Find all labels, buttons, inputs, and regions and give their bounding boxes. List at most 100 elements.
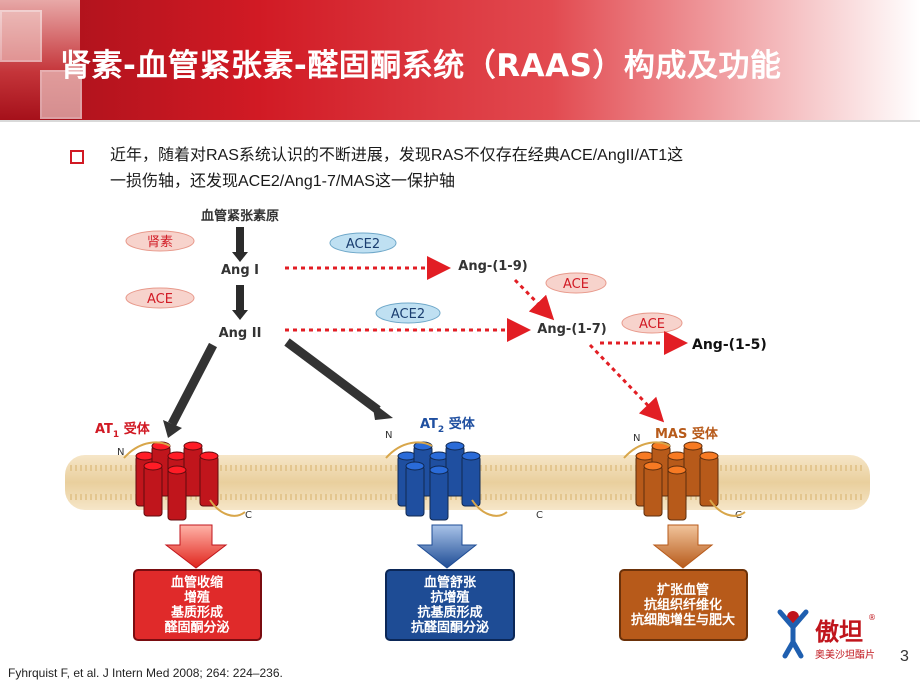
at2-effect-arrow (416, 524, 478, 569)
at2-n-terminus: N (385, 430, 392, 441)
receptor-loop (385, 441, 508, 517)
helix-top (667, 451, 687, 461)
helix-top (405, 461, 425, 471)
at1-n-terminus: N (117, 447, 124, 458)
transmembrane-helix (699, 455, 719, 507)
title-banner: 肾素-血管紧张素-醛固酮系统（RAAS）构成及功能 (0, 0, 920, 120)
mas-suffix: 受体 (687, 426, 719, 442)
helix-top (445, 441, 465, 451)
page-title: 肾素-血管紧张素-醛固酮系统（RAAS）构成及功能 (60, 48, 782, 84)
ace2-mid-label: ACE2 (391, 307, 425, 322)
transmembrane-helix (405, 465, 425, 517)
receptor-loop (623, 441, 746, 517)
at1-effect-arrow (164, 524, 228, 569)
effect-line: 抗组织纤维化 (644, 597, 722, 613)
ang17-label: Ang-(1-7) (537, 322, 606, 337)
effect-line: 扩张血管 (657, 582, 709, 598)
transmembrane-helix (683, 445, 703, 497)
mas-receptor (623, 441, 746, 521)
mas-n-terminus: N (633, 433, 640, 444)
cascade-arrow-shaft (236, 285, 244, 313)
brand-subtitle: 奥美沙坦酯片 (815, 648, 875, 661)
transmembrane-helix (667, 469, 687, 521)
renin-label: 肾素 (147, 235, 173, 250)
at2-receptor (385, 441, 508, 521)
helix-top (429, 465, 449, 475)
helix-top (143, 461, 163, 471)
ace-enzyme-badge (621, 312, 683, 334)
brand-figure-icon (777, 609, 809, 659)
helix-top (683, 441, 703, 451)
helix-top (461, 451, 481, 461)
transmembrane-helix (461, 455, 481, 507)
ang2-to-at2-arrow (284, 338, 381, 414)
at1-effects-box (133, 569, 262, 641)
at2-suffix: 受体 (444, 416, 476, 432)
at1-receptor-label: AT1 受体 (95, 421, 151, 440)
helix-top (699, 451, 719, 461)
page-number: 3 (900, 648, 909, 665)
brand-logo: 傲坦 ® 奥美沙坦酯片 (777, 609, 876, 661)
at1-c-terminus: C (245, 510, 252, 521)
ang2-to-at1-arrowhead (163, 420, 182, 438)
title-divider (0, 120, 920, 122)
mas-receptor-label: MAS 受体 (655, 426, 719, 442)
intro-line: 一损伤轴，还发现ACE2/Ang1-7/MAS这一保护轴 (110, 173, 455, 190)
ang2-to-at1-arrow (168, 342, 217, 427)
intro-paragraph: 近年，随着对RAS系统认识的不断进展，发现RAS不仅存在经典ACE/AngII/… (110, 143, 870, 195)
helix-top (135, 451, 155, 461)
ang1-label: Ang I (221, 263, 259, 278)
ang17-to-mas-arrow (588, 343, 665, 423)
renin-enzyme-badge (125, 230, 195, 252)
at2-prefix: AT (420, 417, 438, 432)
transmembrane-helix (643, 465, 663, 517)
helix-top (183, 441, 203, 451)
helix-top (167, 451, 187, 461)
effect-line: 基质形成 (170, 605, 223, 621)
at2-subscript: 2 (438, 425, 444, 435)
effect-line: 血管收缩 (171, 575, 223, 591)
at1-receptor (123, 441, 246, 521)
ace-left-label: ACE (147, 292, 173, 307)
transmembrane-helix (429, 469, 449, 521)
ang19-to-ang17-arrow (513, 278, 555, 321)
at1-prefix: AT (95, 422, 113, 437)
effect-line: 抗醛固酮分泌 (411, 620, 489, 636)
helix-top (167, 465, 187, 475)
transmembrane-helix (143, 465, 163, 517)
at1-subscript: 1 (113, 430, 119, 440)
effect-line: 抗基质形成 (417, 605, 482, 621)
citation: Fyhrquist F, et al. J Intern Med 2008; 2… (8, 666, 283, 680)
receptor-loop (123, 441, 246, 517)
ace2-enzyme-badge (329, 232, 397, 254)
cascade-arrow-shaft (236, 227, 244, 255)
effect-line: 醛固酮分泌 (164, 620, 229, 636)
ang15-label: Ang-(1-5) (692, 337, 767, 353)
ang19-label: Ang-(1-9) (458, 259, 527, 274)
transmembrane-helix (199, 455, 219, 507)
at1-suffix: 受体 (119, 421, 151, 437)
ang2-label: Ang II (219, 326, 262, 341)
cascade-arrow-head (232, 252, 248, 262)
effect-line: 抗增殖 (430, 590, 469, 606)
helix-top (199, 451, 219, 461)
ace-far-label: ACE (639, 317, 665, 332)
bullet-icon (70, 150, 84, 164)
transmembrane-helix (167, 469, 187, 521)
ace2-top-label: ACE2 (346, 237, 380, 252)
effect-line: 血管舒张 (424, 575, 477, 591)
mas-effect-arrow (652, 524, 714, 569)
angiotensinogen-label: 血管紧张素原 (201, 208, 279, 224)
banner-photo-tile (0, 10, 42, 62)
helix-top (635, 451, 655, 461)
at2-receptor-label: AT2 受体 (420, 416, 476, 435)
cascade-arrow-head (232, 310, 248, 320)
mas-effects-box (619, 569, 748, 641)
brand-name: 傲坦 (815, 618, 863, 646)
ace-enzyme-badge (125, 287, 195, 309)
ace2-enzyme-badge (375, 302, 441, 324)
helix-top (429, 451, 449, 461)
ace-enzyme-badge (545, 272, 607, 294)
helix-top (643, 461, 663, 471)
